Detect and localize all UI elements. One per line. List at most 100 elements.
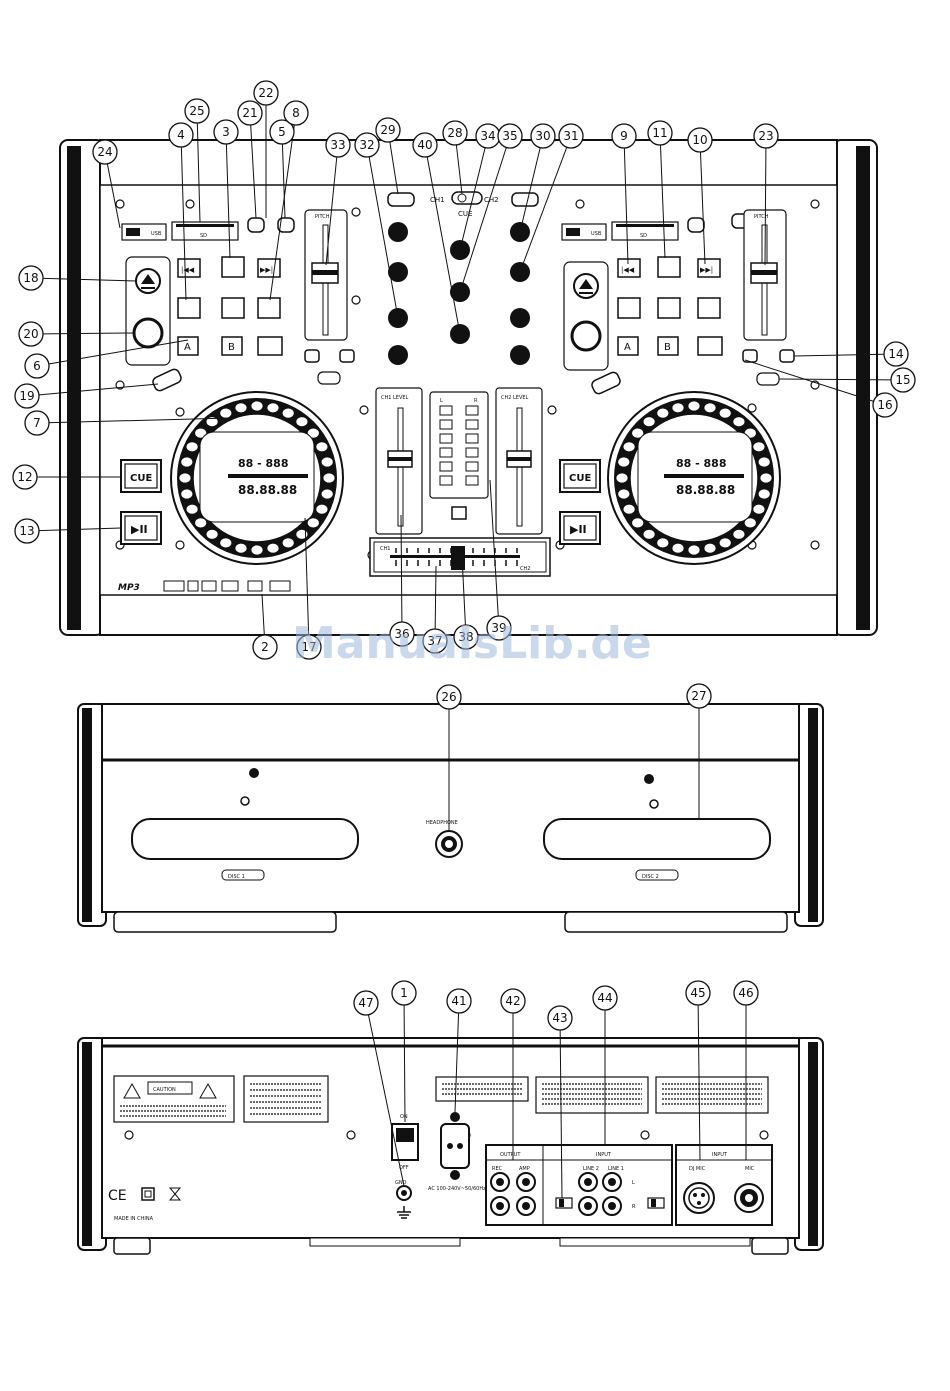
hold-button-left[interactable]	[151, 368, 182, 393]
b-button-right[interactable]	[657, 336, 679, 356]
pitch-bend-plus-left[interactable]	[339, 349, 355, 363]
callout-circle	[687, 127, 713, 153]
pitch-button-right[interactable]	[756, 372, 780, 386]
callout-number: 39	[491, 621, 506, 635]
leader-line	[559, 1017, 563, 1199]
top-view: USB SD USB SD |◀◀ ▶▶| A B PI	[59, 139, 878, 636]
input-switch-ch1[interactable]	[387, 192, 415, 207]
gain-knob-ch1[interactable]	[388, 222, 408, 242]
jog-dot	[642, 416, 656, 428]
callout-number: 9	[620, 129, 628, 143]
rca-jacks	[490, 1172, 622, 1216]
leader-line	[699, 139, 706, 265]
jog-dot	[757, 456, 771, 468]
pitch-button-left[interactable]	[317, 371, 341, 385]
callout-circle	[375, 117, 401, 143]
pitch-bend-plus-right[interactable]	[779, 349, 795, 363]
reloop-button-right[interactable]	[697, 336, 723, 356]
play-button-left-inner	[124, 515, 158, 541]
callout-number: 18	[23, 271, 38, 285]
vu-right-label: R	[474, 398, 478, 404]
fader-start-button[interactable]	[451, 506, 467, 520]
b-button-left[interactable]	[221, 336, 243, 356]
mic-label: MIC	[745, 1166, 755, 1172]
brake-button-left[interactable]	[177, 297, 201, 319]
vu-left-label: L	[440, 398, 443, 404]
callout-number: 7	[33, 416, 41, 430]
rca-jack-center	[608, 1202, 616, 1210]
callout-number: 20	[23, 327, 38, 341]
input-switch-ch2[interactable]	[511, 192, 539, 207]
callout-circle	[412, 132, 438, 158]
jog-wheel-left[interactable]: 88 - 888 88.88.88	[170, 391, 344, 565]
callout-circle	[354, 132, 380, 158]
rear-view: CAUTION CE MADE IN CHINA ON OFF GND	[77, 1037, 824, 1255]
prev-button-left[interactable]	[177, 258, 201, 278]
ac-pin-2	[457, 1143, 463, 1149]
leader-line	[180, 134, 187, 301]
prev-button-right[interactable]	[617, 258, 641, 278]
callout-circle	[753, 123, 779, 149]
reverse-button-left[interactable]	[221, 297, 245, 319]
vu-segment-left	[439, 433, 453, 444]
warning-strip-3	[655, 1076, 769, 1114]
mid-knob-ch2[interactable]	[510, 308, 530, 328]
callout-circle	[184, 98, 210, 124]
program-button-left[interactable]	[221, 256, 245, 278]
rca-jack-center	[496, 1202, 504, 1210]
input-label: INPUT	[596, 1152, 612, 1158]
usb-port-right	[566, 228, 580, 236]
pitch-bend-minus-left[interactable]	[304, 349, 320, 363]
callout-circle	[325, 132, 351, 158]
callout-circle	[269, 119, 295, 145]
callout-number: 23	[758, 129, 773, 143]
reloop-button-left[interactable]	[257, 336, 283, 356]
next-button-right[interactable]	[697, 258, 721, 278]
power-switch-rocker	[396, 1128, 414, 1142]
callout-number: 41	[451, 994, 466, 1008]
reverse-button-right[interactable]	[657, 297, 681, 319]
callout-circle	[252, 634, 278, 660]
eject-icon-left	[141, 274, 155, 289]
hold-button-right[interactable]	[590, 371, 621, 396]
callout-circle	[530, 123, 556, 149]
low-knob-ch2[interactable]	[510, 345, 530, 365]
leader-line	[26, 527, 122, 532]
jog-dot	[315, 441, 329, 453]
time-button-right[interactable]	[687, 217, 705, 233]
ch2-level-label: CH2 LEVEL	[501, 395, 529, 401]
callout-number: 10	[692, 133, 707, 147]
time-button-left[interactable]	[247, 217, 265, 233]
search-knob-left[interactable]	[132, 317, 164, 349]
leader-line	[30, 332, 135, 335]
ac-socket[interactable]	[440, 1123, 470, 1169]
play-label-left: ▶II	[131, 523, 148, 536]
low-knob-ch1[interactable]	[388, 345, 408, 365]
callout-circle	[611, 123, 637, 149]
leader-line	[403, 992, 406, 1123]
callout-circle	[213, 119, 239, 145]
search-knob-right[interactable]	[570, 320, 602, 352]
ac-screw-bottom	[450, 1170, 460, 1180]
leader-line	[366, 144, 399, 319]
callout-number: 25	[189, 104, 204, 118]
high-knob-ch1[interactable]	[388, 262, 408, 282]
callout-number: 2	[261, 640, 269, 654]
callout-circle	[353, 990, 379, 1016]
brake-button-right[interactable]	[617, 297, 641, 319]
xlr-pin-2	[701, 1193, 705, 1197]
program-button-right[interactable]	[657, 256, 681, 278]
mixer-section: CH1 CH2 CUE CH1 LEVEL	[369, 191, 551, 577]
next-button-left[interactable]	[257, 258, 281, 278]
sgl-button-left[interactable]	[257, 297, 281, 319]
a-button-right[interactable]	[617, 336, 639, 356]
laser-text-lines	[250, 1083, 322, 1115]
front-screw-2	[240, 796, 250, 806]
callout-number: 15	[895, 373, 910, 387]
sgl-button-right[interactable]	[697, 297, 721, 319]
jog-wheel-right[interactable]: 88 - 888 88.88.88	[607, 391, 781, 565]
leader-line	[225, 131, 231, 259]
cue-switch[interactable]	[451, 191, 483, 205]
tap-button-left[interactable]	[277, 217, 295, 233]
a-button-left[interactable]	[177, 336, 199, 356]
